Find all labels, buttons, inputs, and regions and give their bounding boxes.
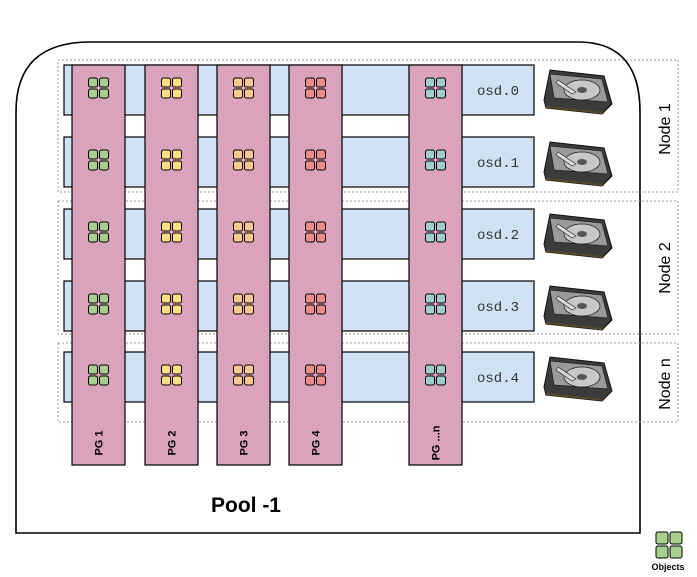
node-group-box: [57, 200, 679, 335]
hard-disk-icon: [543, 141, 613, 187]
pg-label: PG ...n: [431, 425, 443, 460]
object-icon: [425, 293, 446, 315]
pg-column: [408, 64, 463, 466]
object-icon: [233, 221, 254, 243]
osd-label: osd.4: [477, 371, 519, 387]
pg-columns: [71, 64, 463, 466]
osd-label: osd.0: [477, 84, 519, 100]
objects-grid: [88, 77, 446, 386]
hard-disk-icon: [543, 213, 613, 259]
node-label: Node 1: [657, 103, 674, 155]
hard-disk-icon: [543, 356, 613, 402]
object-icon: [233, 293, 254, 315]
pg-label: PG 2: [167, 430, 179, 455]
object-icon: [305, 149, 326, 171]
node-label: Node 2: [657, 242, 674, 294]
osd-label: osd.2: [477, 228, 519, 244]
object-icon: [88, 364, 109, 386]
object-icon: [233, 149, 254, 171]
object-icon: [425, 221, 446, 243]
pg-column: [144, 64, 199, 466]
osd-labels: osd.0 osd.1 osd.2 osd.3 osd.4: [477, 84, 519, 387]
object-icon: [88, 77, 109, 99]
object-icon: [161, 77, 182, 99]
node-labels: Node 1 Node 2 Node n: [657, 103, 674, 410]
object-icon: [305, 293, 326, 315]
object-icon: [161, 293, 182, 315]
object-icon: [305, 364, 326, 386]
node-label: Node n: [657, 358, 674, 410]
pg-column: [71, 64, 126, 466]
object-icon: [233, 77, 254, 99]
pg-label: PG 4: [311, 430, 323, 456]
object-icon: [305, 77, 326, 99]
node-group-box: [57, 59, 679, 193]
node-groups: [57, 59, 679, 423]
hard-disk-icon: [543, 69, 613, 115]
object-icon: [425, 77, 446, 99]
hard-disk-icon: [543, 285, 613, 331]
object-icon: [161, 364, 182, 386]
object-icon: [305, 221, 326, 243]
object-icon: [161, 149, 182, 171]
object-icon: [425, 149, 446, 171]
object-icon: [88, 149, 109, 171]
osd-label: osd.3: [477, 300, 519, 316]
object-icon: [233, 364, 254, 386]
node-group-box: [57, 342, 679, 423]
objects-legend: [655, 531, 683, 559]
pool-label: Pool -1: [211, 494, 281, 517]
pg-label: PG 1: [94, 430, 106, 455]
object-icon: [88, 221, 109, 243]
objects-icon: [655, 531, 683, 559]
object-icon: [161, 221, 182, 243]
pg-label: PG 3: [239, 430, 251, 455]
legend-label: Objects: [651, 562, 684, 572]
object-icon: [425, 364, 446, 386]
hard-disks: [543, 69, 613, 402]
osd-label: osd.1: [477, 156, 519, 172]
pg-column: [288, 64, 343, 466]
object-icon: [88, 293, 109, 315]
pg-labels: PG 1 PG 2 PG 3 PG 4 PG ...n: [94, 425, 443, 460]
pg-column: [216, 64, 271, 466]
